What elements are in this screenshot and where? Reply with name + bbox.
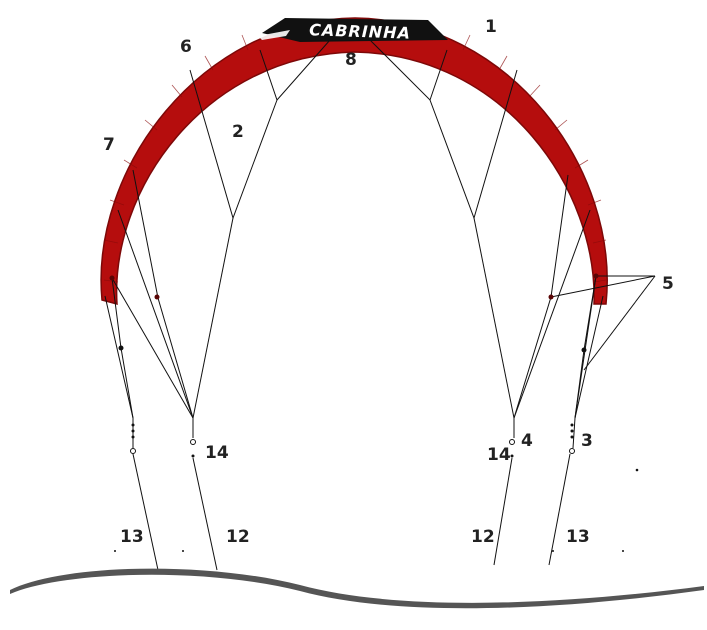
brand-text: CABRINHA <box>309 20 411 43</box>
canopy-shape <box>100 17 608 305</box>
connection-ring <box>130 448 136 454</box>
label-8: 8 <box>345 50 357 70</box>
attachment-points <box>109 273 639 552</box>
water-surface <box>10 568 704 609</box>
brand-banner <box>262 18 448 42</box>
attachment-point <box>109 275 115 281</box>
label-5: 5 <box>662 274 674 294</box>
label-13-left: 13 <box>120 527 144 547</box>
kite-canopy: CABRINHA <box>100 17 608 305</box>
connection-ring <box>569 448 575 454</box>
left-bridle-lines <box>104 39 331 571</box>
label-7: 7 <box>103 135 115 155</box>
label-14-right: 14 <box>487 445 511 465</box>
attachment-point <box>548 294 554 300</box>
label-2: 2 <box>232 122 244 142</box>
label-12-right: 12 <box>471 527 495 547</box>
callout-labels: 1 2 3 4 5 6 7 8 12 12 13 13 14 14 <box>103 17 674 547</box>
label-12-left: 12 <box>226 527 250 547</box>
label-1: 1 <box>485 17 497 37</box>
label-6: 6 <box>180 37 192 57</box>
brand-swoosh <box>258 30 290 40</box>
connection-ring <box>509 439 515 445</box>
label-13-right: 13 <box>566 527 590 547</box>
label-3: 3 <box>581 431 593 451</box>
right-bridle-lines <box>369 39 656 566</box>
connection-ring <box>190 439 196 445</box>
attachment-point <box>593 273 599 279</box>
label-14-left: 14 <box>205 443 229 463</box>
label-4: 4 <box>521 431 533 451</box>
pulley <box>581 347 587 353</box>
pulley <box>118 345 124 351</box>
attachment-point <box>154 294 160 300</box>
